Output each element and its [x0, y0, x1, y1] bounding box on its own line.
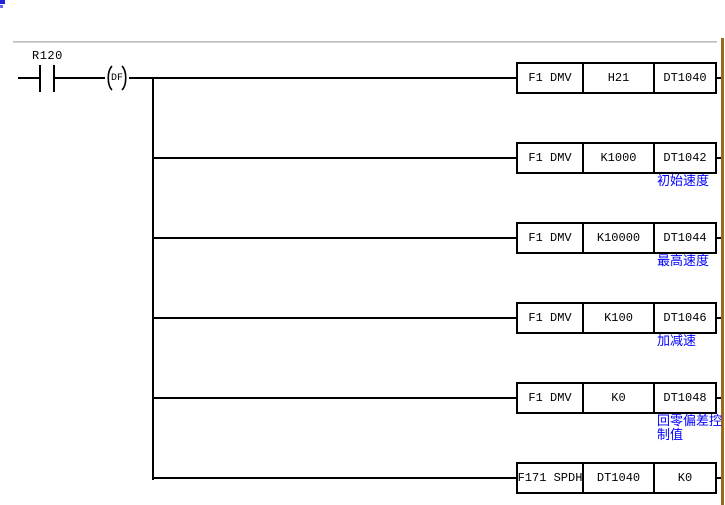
- instruction-operand-2[interactable]: DT1042: [653, 144, 715, 172]
- wire-segment: [717, 477, 721, 479]
- instruction-opcode[interactable]: F1 DMV: [528, 71, 572, 85]
- instruction-opcode[interactable]: F1 DMV: [528, 151, 572, 165]
- instruction-operand-1[interactable]: K0: [582, 384, 653, 412]
- instruction-block-f1-dmv-5[interactable]: F1 DMV K0 DT1048: [516, 382, 717, 414]
- df-coil-parentheses: [107, 65, 127, 91]
- operand-comment: 加减速: [657, 334, 697, 349]
- instruction-operand-1[interactable]: H21: [582, 64, 653, 92]
- instruction-block-f171-spdh[interactable]: F171 SPDH DT1040 K0: [516, 462, 717, 494]
- contact-address-label: R120: [32, 49, 63, 63]
- wire-segment: [717, 77, 721, 79]
- wire-segment: [152, 317, 516, 319]
- df-coil-label: DF: [110, 72, 123, 84]
- instruction-operand-2[interactable]: DT1046: [653, 304, 715, 332]
- instruction-block-f1-dmv-1[interactable]: F1 DMV H21 DT1040: [516, 62, 717, 94]
- instruction-block-f1-dmv-2[interactable]: F1 DMV K1000 DT1042: [516, 142, 717, 174]
- no-contact-left-bar[interactable]: [39, 65, 41, 92]
- wire-segment: [129, 77, 516, 79]
- instruction-opcode[interactable]: F1 DMV: [528, 311, 572, 325]
- wire-segment: [717, 317, 721, 319]
- instruction-opcode[interactable]: F171 SPDH: [518, 471, 582, 485]
- operand-comment: 最高速度: [657, 254, 710, 269]
- wire-segment: [18, 77, 39, 79]
- instruction-operand-1[interactable]: K1000: [582, 144, 653, 172]
- operand-comment: 回零偏差控制值: [657, 414, 723, 443]
- right-power-rail: [721, 38, 724, 505]
- df-coil[interactable]: DF: [104, 63, 130, 93]
- wire-segment: [152, 397, 516, 399]
- wire-segment: [152, 157, 516, 159]
- wire-segment: [152, 237, 516, 239]
- wire-segment: [717, 157, 721, 159]
- wire-segment: [152, 477, 516, 479]
- instruction-operand-2[interactable]: K0: [653, 464, 715, 492]
- rung-separator-line: [13, 41, 717, 43]
- wire-segment: [717, 237, 721, 239]
- instruction-operand-1[interactable]: K10000: [582, 224, 653, 252]
- instruction-operand-1[interactable]: DT1040: [582, 464, 653, 492]
- clipped-blue-artifact: [0, 5, 3, 8]
- instruction-opcode[interactable]: F1 DMV: [528, 231, 572, 245]
- wire-segment: [55, 77, 105, 79]
- clipped-blue-artifact: [0, 0, 5, 4]
- branch-wire: [152, 77, 154, 480]
- wire-segment: [717, 397, 721, 399]
- instruction-block-f1-dmv-4[interactable]: F1 DMV K100 DT1046: [516, 302, 717, 334]
- operand-comment: 初始速度: [657, 174, 710, 189]
- no-contact-right-bar[interactable]: [53, 65, 55, 92]
- instruction-operand-2[interactable]: DT1048: [653, 384, 715, 412]
- instruction-operand-2[interactable]: DT1040: [653, 64, 715, 92]
- instruction-opcode[interactable]: F1 DMV: [528, 391, 572, 405]
- instruction-operand-2[interactable]: DT1044: [653, 224, 715, 252]
- instruction-block-f1-dmv-3[interactable]: F1 DMV K10000 DT1044: [516, 222, 717, 254]
- instruction-operand-1[interactable]: K100: [582, 304, 653, 332]
